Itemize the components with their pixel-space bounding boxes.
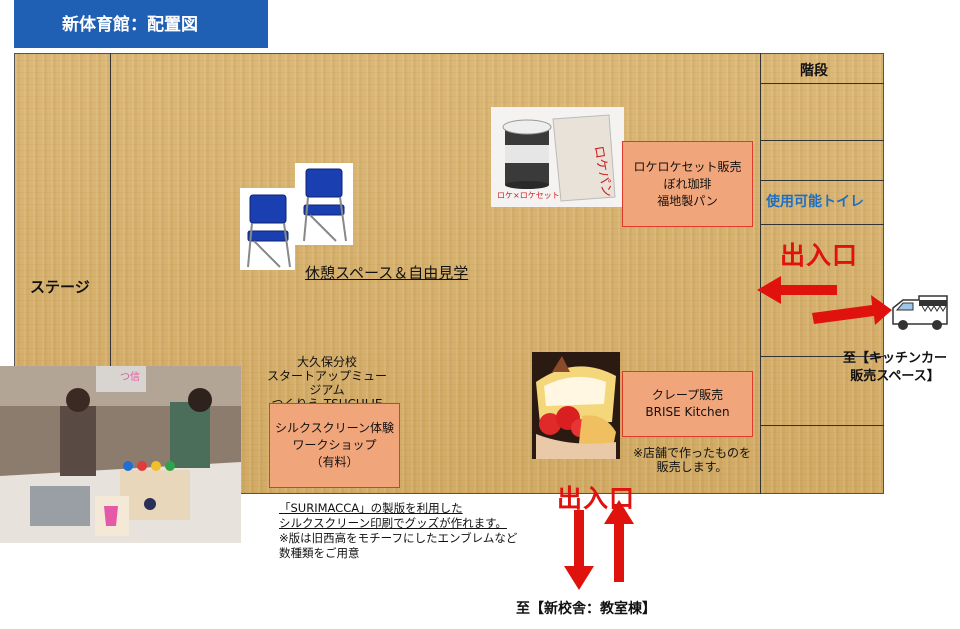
note-line: 販売します。 <box>656 460 728 474</box>
desc-line: 数種類をご用意 <box>279 546 360 560</box>
booth-line: ぼれ珈琲 <box>663 176 712 191</box>
entrance-arrows-right <box>757 276 892 325</box>
right-column-divider <box>760 53 761 494</box>
arrow-down-icon <box>564 510 594 590</box>
crepe-note: ※店舗で作ったものを 販売します。 <box>624 446 760 474</box>
booth-line: 福地製パン <box>657 193 718 208</box>
booth-rokero: ロケロケセット販売 ぼれ珈琲 福地製パン <box>622 141 753 227</box>
info-line: 大久保分校 <box>296 355 357 369</box>
grid-line <box>760 180 884 181</box>
entrance-arrows-bottom <box>564 500 634 590</box>
stage-divider <box>110 53 111 366</box>
booth-line: シルクスクリーン体験 <box>274 421 395 435</box>
arrow-right-icon <box>812 295 892 325</box>
booth-line: BRISE Kitchen <box>645 405 730 419</box>
arrow-left-icon <box>757 276 837 304</box>
workshop-photo: つ信 <box>0 366 241 543</box>
desc-line: 「SURIMACCA」の製版を利用した <box>279 501 463 515</box>
grid-line <box>760 356 884 357</box>
desc-line: ※版は旧西高をモチーフにしたエンブレムなど <box>279 531 518 545</box>
crepe-photo <box>532 352 620 459</box>
booth-line: ロケロケセット販売 <box>633 159 742 174</box>
grid-line <box>760 140 884 141</box>
folding-chairs-icon <box>240 163 353 270</box>
photo-sign-text: つ信 <box>120 371 140 383</box>
kitchen-car-icon <box>892 295 948 330</box>
booth-line: （有料） <box>310 455 359 469</box>
silkscreen-description: 「SURIMACCA」の製版を利用した シルクスクリーン印刷でグッズが作れます。… <box>279 501 517 561</box>
new-school-direction: 至【新校舎：教室棟】 <box>516 601 656 617</box>
rest-area-label: 休憩スペース＆自由見学 <box>305 264 469 282</box>
arrow-up-icon <box>604 500 634 582</box>
booth-crepe: クレープ販売 BRISE Kitchen <box>622 371 753 437</box>
toilet-label: 使用可能トイレ <box>766 194 864 210</box>
coffee-cup-text: ロケ×ロケセット <box>497 191 560 200</box>
kitchen-car-direction: 至【キッチンカー 販売スペース】 <box>836 350 954 386</box>
coffee-bread-photo: ロケパン ロケ×ロケセット <box>491 107 624 207</box>
note-line: ※店舗で作ったものを <box>632 446 752 460</box>
kitchen-car-direction-line: 販売スペース】 <box>850 369 940 384</box>
grid-line <box>760 425 884 426</box>
booth-line: ワークショップ <box>292 438 377 452</box>
booth-silkscreen: シルクスクリーン体験 ワークショップ （有料） <box>269 403 400 488</box>
info-line: スタートアップミュージアム <box>266 369 387 397</box>
entrance-right-label: 出入口 <box>780 241 859 270</box>
page-title: 新体育館：配置図 <box>14 0 268 48</box>
stage-label: ステージ <box>30 278 90 296</box>
booth-line: クレープ販売 <box>651 388 724 402</box>
kitchen-car-direction-line: 至【キッチンカー <box>842 351 947 366</box>
stairs-label: 階段 <box>800 63 828 79</box>
grid-line <box>760 83 884 84</box>
desc-line: シルクスクリーン印刷でグッズが作れます。 <box>279 516 507 530</box>
grid-line <box>760 224 884 225</box>
